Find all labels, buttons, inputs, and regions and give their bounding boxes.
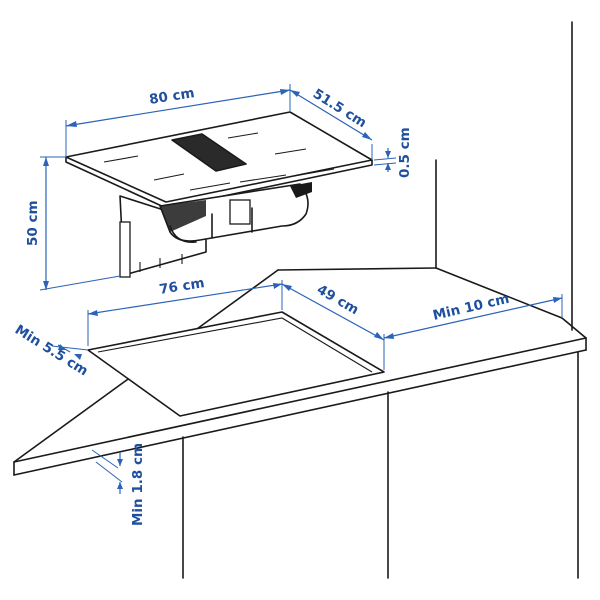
label-cutout-width: 76 cm — [158, 275, 206, 298]
worktop — [13, 267, 587, 476]
dimension-min-front-clearance: Min 5.5 cm — [12, 322, 91, 380]
induction-hob — [65, 111, 373, 278]
base-cabinets — [182, 351, 579, 579]
label-min-front-clearance: Min 5.5 cm — [12, 322, 91, 380]
label-hob-depth: 51.5 cm — [310, 86, 369, 131]
label-hob-width: 80 cm — [148, 85, 196, 108]
label-hob-thickness: 0.5 cm — [397, 127, 413, 178]
wall-corner — [435, 21, 573, 331]
dimension-total-height: 50 cm — [25, 156, 121, 291]
dimension-hob-width: 80 cm — [65, 84, 291, 157]
dimension-cutout-width: 76 cm — [87, 275, 283, 346]
label-min-worktop-thickness: Min 1.8 cm — [130, 443, 146, 526]
worktop-cutout — [87, 311, 385, 417]
label-cutout-depth: 49 cm — [314, 282, 361, 319]
dimension-min-worktop-thickness: Min 1.8 cm — [91, 443, 146, 526]
label-total-height: 50 cm — [25, 200, 41, 246]
dimension-min-wall-clearance: Min 10 cm — [383, 291, 563, 339]
dimension-hob-thickness: 0.5 cm — [373, 127, 413, 178]
